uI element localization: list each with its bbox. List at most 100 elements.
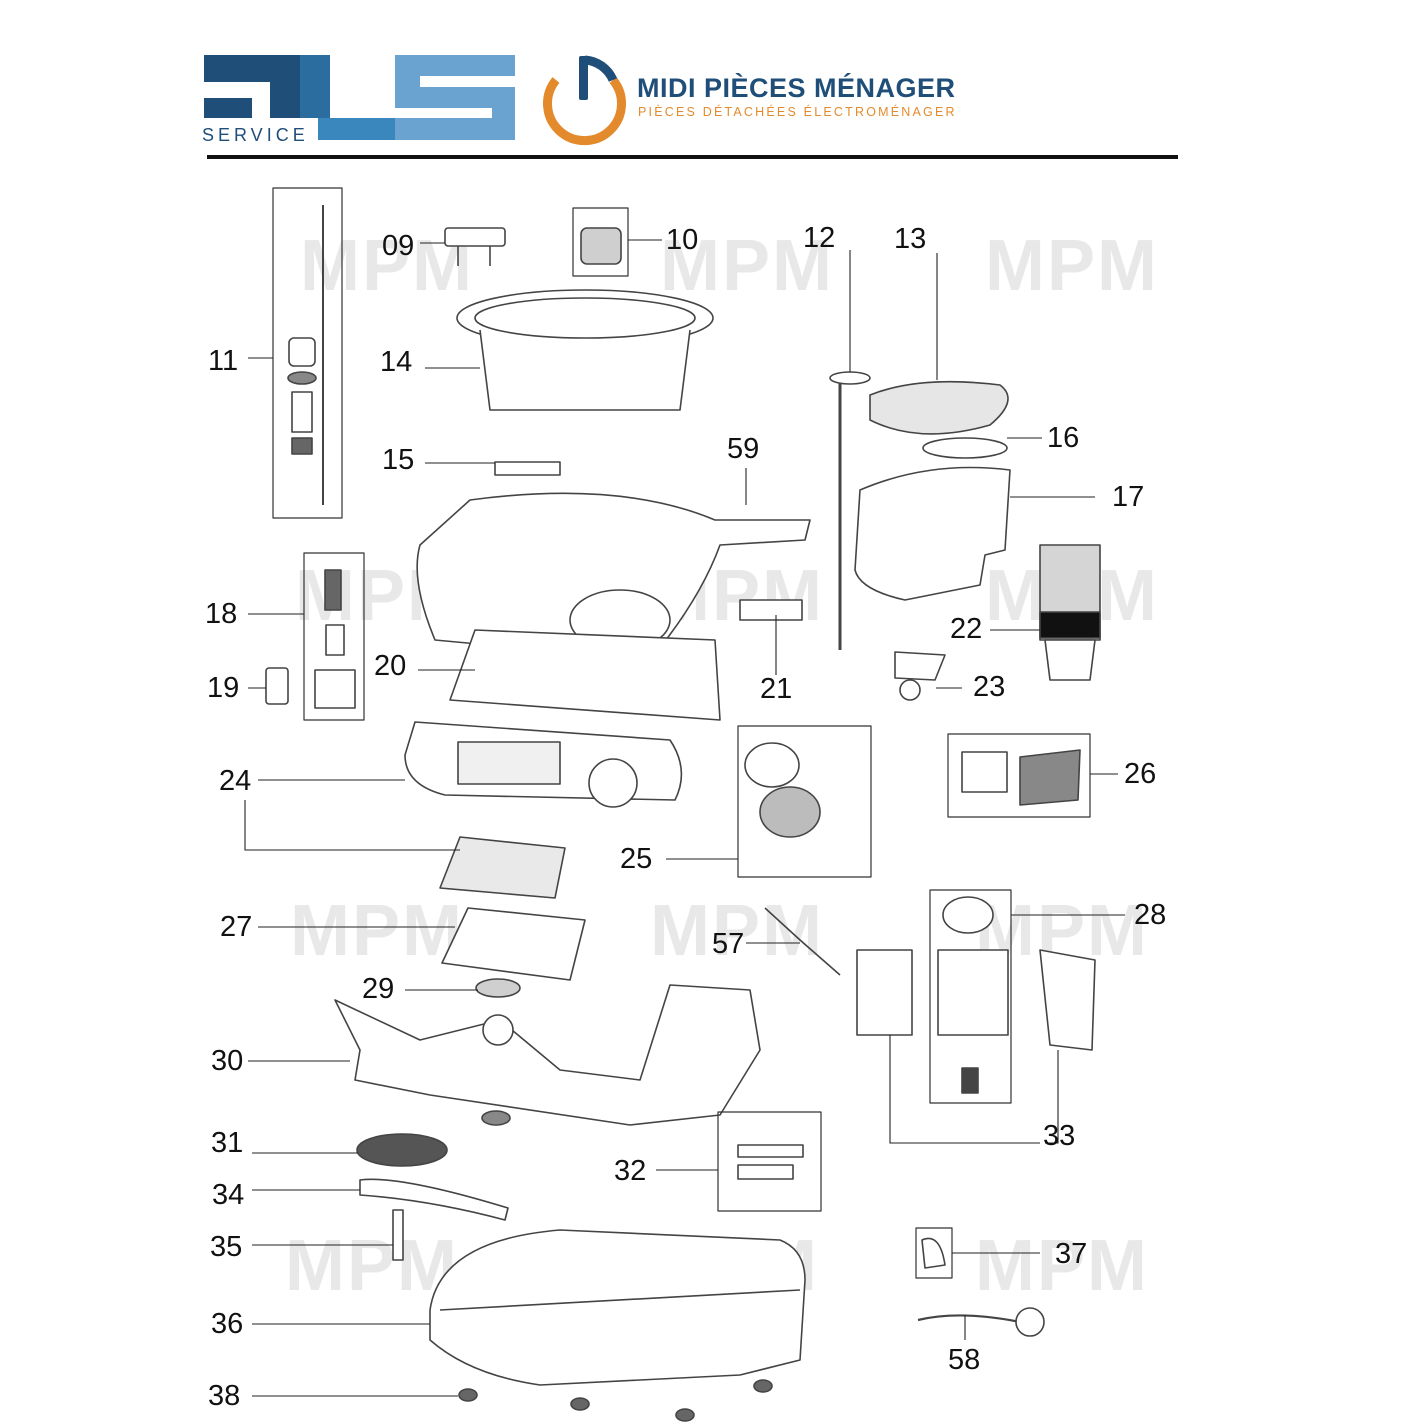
part-20-board	[449, 629, 721, 721]
part-10-box	[572, 207, 629, 277]
part-label-35: 35	[210, 1231, 243, 1263]
part-25-knob	[744, 742, 800, 788]
part-38-foot	[675, 1408, 695, 1422]
part-label-11: 11	[208, 345, 239, 377]
part-label-20: 20	[374, 650, 407, 682]
watermark: MPM	[300, 226, 474, 306]
part-38-foot	[570, 1397, 590, 1411]
part-28-box	[929, 889, 1012, 1104]
part-26-frame	[961, 751, 1008, 793]
part-label-15: 15	[382, 444, 415, 476]
part-11-washer	[287, 371, 317, 385]
part-13	[869, 380, 1009, 435]
part-18-spring	[325, 624, 345, 656]
dls-service-text: SERVICE	[202, 125, 309, 145]
part-34	[359, 1178, 509, 1221]
part-22-fan	[1044, 639, 1096, 681]
part-label-17: 17	[1112, 481, 1145, 513]
watermark: MPM	[660, 226, 834, 306]
part-label-24: 24	[219, 765, 252, 797]
part-26-box	[947, 733, 1091, 818]
mpm-brand-subtitle: PIÈCES DÉTACHÉES ÉLECTROMÉNAGER	[638, 105, 957, 119]
part-10	[580, 227, 622, 265]
part-label-21: 21	[760, 673, 793, 705]
watermark: MPM	[650, 891, 824, 971]
part-label-12: 12	[803, 222, 836, 254]
part-24-display	[439, 836, 566, 899]
part-19	[265, 667, 289, 705]
part-label-14: 14	[380, 346, 413, 378]
dls-logo	[204, 55, 515, 140]
mpm-logo-mark	[543, 55, 626, 146]
part-28-motor	[937, 949, 1009, 1036]
part-label-27: 27	[220, 911, 253, 943]
part-28-fan	[942, 896, 994, 934]
part-label-30: 30	[211, 1045, 244, 1077]
part-12-tab	[829, 371, 871, 385]
part-58-plug	[1015, 1307, 1045, 1337]
part-label-18: 18	[205, 598, 238, 630]
part-35	[392, 1209, 404, 1261]
part-label-33: 33	[1043, 1120, 1076, 1152]
part-25-box	[737, 725, 872, 878]
header-logos	[204, 55, 1178, 159]
part-21	[739, 599, 803, 621]
part-label-16: 16	[1047, 422, 1080, 454]
part-23-wheel	[899, 679, 921, 701]
part-18-box	[303, 552, 365, 721]
watermark: MPM	[285, 1226, 459, 1306]
part-38-foot	[753, 1379, 773, 1393]
part-57	[764, 907, 841, 976]
part-label-38: 38	[208, 1380, 241, 1412]
part-33-right	[1039, 949, 1096, 1051]
part-58-cord	[917, 1314, 1021, 1324]
part-label-32: 32	[614, 1155, 647, 1187]
part-label-28: 28	[1134, 899, 1167, 931]
part-label-23: 23	[973, 671, 1006, 703]
part-25-base	[759, 786, 821, 838]
part-37-clip	[921, 1237, 946, 1269]
part-14-body	[479, 329, 691, 411]
part-label-19: 19	[207, 672, 240, 704]
part-30-foot	[481, 1110, 511, 1126]
part-18-block	[314, 669, 356, 709]
leader-lines	[244, 239, 1125, 1397]
part-label-09: 09	[382, 230, 415, 262]
part-24-knob	[588, 758, 638, 808]
part-label-10: 10	[666, 224, 699, 256]
part-label-13: 13	[894, 223, 927, 255]
part-label-59: 59	[727, 433, 760, 465]
part-28-gear	[961, 1067, 979, 1094]
part-label-22: 22	[950, 613, 983, 645]
part-29	[475, 978, 521, 998]
part-22-band	[1039, 611, 1101, 639]
part-32-plate	[737, 1144, 804, 1158]
watermark: MPM	[975, 1226, 1149, 1306]
part-label-37: 37	[1055, 1238, 1088, 1270]
watermark: MPM	[290, 891, 464, 971]
part-label-26: 26	[1124, 758, 1157, 790]
part-30	[334, 984, 761, 1126]
part-24-screen	[457, 741, 561, 785]
part-26-filter	[1019, 749, 1081, 806]
part-31	[356, 1133, 448, 1167]
part-label-36: 36	[211, 1308, 244, 1340]
part-36	[429, 1229, 806, 1386]
part-30-bearing	[482, 1014, 514, 1046]
part-18-pin	[324, 569, 342, 611]
part-38-foot	[458, 1388, 478, 1402]
part-23	[894, 651, 946, 681]
part-11-clip	[291, 437, 313, 455]
part-27	[441, 907, 586, 981]
part-label-31: 31	[211, 1127, 244, 1159]
part-label-29: 29	[362, 973, 395, 1005]
part-11-box	[272, 187, 343, 519]
part-11-spring	[291, 391, 313, 433]
watermark: MPM	[985, 226, 1159, 306]
part-15	[494, 461, 561, 476]
part-32-box	[717, 1111, 822, 1212]
part-label-58: 58	[948, 1344, 981, 1376]
part-label-25: 25	[620, 843, 653, 875]
